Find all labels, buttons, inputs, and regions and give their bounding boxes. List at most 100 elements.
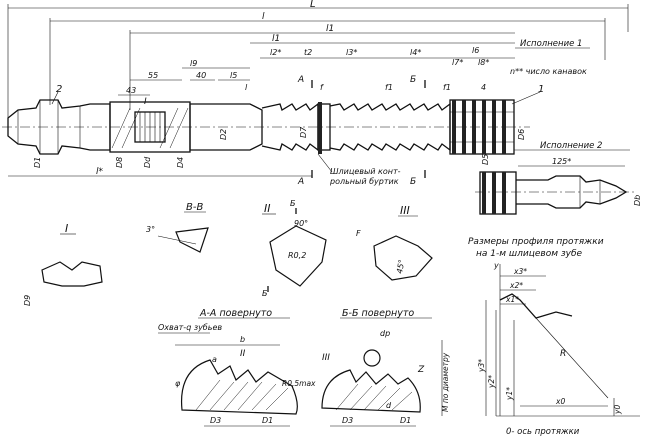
profile-y3: y3* xyxy=(477,359,486,373)
callout-2: 2 xyxy=(56,84,62,95)
coverage-label: Охват-q зубьев xyxy=(158,323,222,332)
dim-43: 43 xyxy=(126,86,136,95)
BB-D1: D1 xyxy=(400,416,411,425)
BB-title: Б-Б повернуто xyxy=(342,308,414,319)
dim-l6: l6 xyxy=(472,46,479,55)
version2-view: Исполнение 2 125* Db xyxy=(475,141,642,215)
dim-55: 55 xyxy=(148,71,158,80)
BB-III: III xyxy=(322,353,330,363)
dim-Db: Db xyxy=(633,195,642,206)
dim-l8: l8* xyxy=(478,58,489,67)
broach-body: D1 D8 Dd D4 D2 D7 D5 D6 2 1 I А А Б Б Шл… xyxy=(2,75,544,187)
section-B-top: Б xyxy=(410,75,416,85)
dim-l9: l9 xyxy=(190,59,197,68)
profile-y2: y2* xyxy=(487,375,496,389)
profile-x1: x1* xyxy=(505,295,519,304)
BB-D3: D3 xyxy=(342,416,353,425)
radius-02: R0,2 xyxy=(288,251,306,260)
detail-I-mark: I xyxy=(144,97,147,107)
detail-I-dim: D9 xyxy=(23,295,32,306)
section-B-bot: Б xyxy=(410,177,416,187)
section-hatch xyxy=(111,107,189,149)
dim-l4: l4* xyxy=(410,48,421,57)
dim-D4: D4 xyxy=(176,157,185,168)
callout-1: 1 xyxy=(538,84,544,95)
AA-R05: R0,5max xyxy=(282,379,316,388)
AA-D1: D1 xyxy=(262,416,273,425)
dim-l: l xyxy=(262,12,265,22)
profile-title-2: на 1-м шлицевом зубе xyxy=(476,249,583,259)
profile-x2: x2* xyxy=(509,281,523,290)
v2-teeth xyxy=(482,172,506,214)
version2-label: Исполнение 2 xyxy=(540,141,602,151)
dim-l-star: l* xyxy=(96,167,104,177)
detail-III-title: III xyxy=(400,204,410,217)
spline-collar-note: Шлицевый конт- xyxy=(330,167,401,176)
AA-phi: φ xyxy=(175,379,181,388)
dim-D6: D6 xyxy=(517,129,526,140)
axis-note: 0- ось протяжки xyxy=(506,427,580,437)
dim-l1: l1 xyxy=(326,24,334,34)
BB-dp: dp xyxy=(380,329,390,338)
view-BB-title: В-В xyxy=(186,202,203,213)
profile-y-axis: y xyxy=(493,261,499,270)
detail-II-B-bot: Б xyxy=(262,289,268,298)
AA-D3: D3 xyxy=(210,416,221,425)
AA-II: II xyxy=(240,349,246,359)
detail-II: II Б 90° R0,2 Б xyxy=(262,199,327,298)
AA-hatch xyxy=(195,379,289,411)
grooves-note: n** число канавок xyxy=(510,67,587,76)
angle-3: 3° xyxy=(146,225,155,234)
dim-125: 125* xyxy=(552,157,571,166)
dim-L: L xyxy=(310,0,316,10)
f-label: F xyxy=(356,229,361,238)
section-A-bot: А xyxy=(297,177,304,187)
detail-III: III F 45° xyxy=(356,204,433,281)
detail-I-title: I xyxy=(65,222,68,235)
AA-b: b xyxy=(240,335,245,344)
detail-I: I D9 xyxy=(23,222,103,306)
section-A-top: А xyxy=(297,75,304,85)
detail-II-B-top: Б xyxy=(290,199,296,208)
profile-x0: x0 xyxy=(555,397,565,406)
dim-f1a: f1 xyxy=(385,83,393,92)
dim-l2: l2* xyxy=(270,48,281,57)
BB-d: d xyxy=(386,401,392,410)
AA-title: А-А повернуто xyxy=(199,308,272,319)
dim-D1: D1 xyxy=(33,157,42,168)
dim-D2: D2 xyxy=(219,129,228,140)
dim-D5: D5 xyxy=(481,154,490,165)
version1-label: Исполнение 1 xyxy=(520,39,582,49)
dim-D8: D8 xyxy=(115,157,124,168)
dim-l3: l3* xyxy=(346,48,357,57)
dim-4: 4 xyxy=(481,83,486,92)
profile-R: R xyxy=(560,349,566,359)
dim-t2: t2 xyxy=(304,48,312,57)
dim-l1b: l1 xyxy=(272,34,280,44)
profile-title-1: Размеры профиля протяжки xyxy=(468,237,604,247)
BB-Z: Z xyxy=(417,365,425,375)
overall-dimensions: L l l1 l1 Исполнение 1 l2* t2 l3* l4* l6… xyxy=(7,0,629,125)
view-BB: В-В 3° xyxy=(146,202,209,253)
spline-collar-note-2: рольный буртик xyxy=(329,177,399,186)
profile-x3: x3* xyxy=(513,267,527,276)
section-AA: А-А повернуто Охват-q зубьев b a II R0,5… xyxy=(158,308,316,427)
AA-a: a xyxy=(212,355,217,364)
profile-diagram: Размеры профиля протяжки на 1-м шлицевом… xyxy=(468,237,640,437)
dim-lp: l xyxy=(245,83,248,92)
dim-Dd: Dd xyxy=(143,156,152,168)
spline-teeth xyxy=(452,100,506,154)
profile-y1: y1* xyxy=(505,387,514,401)
dim-l5: l5 xyxy=(230,71,237,80)
dim-f: f xyxy=(320,83,324,92)
angle-45: 45° xyxy=(395,259,406,275)
dim-l7: l7* xyxy=(452,58,463,67)
dim-D7: D7 xyxy=(299,126,308,138)
BB-M: М по диаметру xyxy=(441,352,450,412)
BB-hatch xyxy=(335,383,413,411)
detail-II-title: II xyxy=(264,202,271,215)
dim-f1b: f1 xyxy=(443,83,451,92)
section-BB: Б-Б повернуто dp III Z d D3 D1 М по диам… xyxy=(321,308,450,427)
dim-40: 40 xyxy=(196,71,206,80)
